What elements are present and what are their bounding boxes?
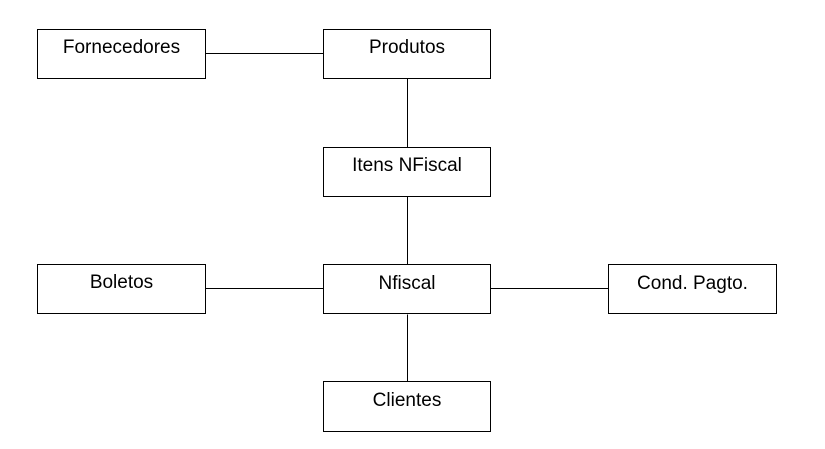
entity-cond-pagto: Cond. Pagto. bbox=[608, 264, 777, 314]
entity-label: Fornecedores bbox=[63, 37, 180, 58]
entity-label: Itens NFiscal bbox=[352, 155, 462, 176]
entity-label: Clientes bbox=[373, 390, 442, 411]
entity-label: Produtos bbox=[369, 37, 445, 58]
entity-produtos: Produtos bbox=[323, 29, 491, 79]
entity-fornecedores: Fornecedores bbox=[37, 29, 206, 79]
entity-itens-nfiscal: Itens NFiscal bbox=[323, 147, 491, 197]
entity-label: Cond. Pagto. bbox=[637, 273, 748, 294]
entity-clientes: Clientes bbox=[323, 381, 491, 432]
entity-label: Nfiscal bbox=[378, 273, 435, 294]
entity-nfiscal: Nfiscal bbox=[323, 264, 491, 314]
entity-boletos: Boletos bbox=[37, 264, 206, 314]
entity-label: Boletos bbox=[90, 272, 153, 293]
